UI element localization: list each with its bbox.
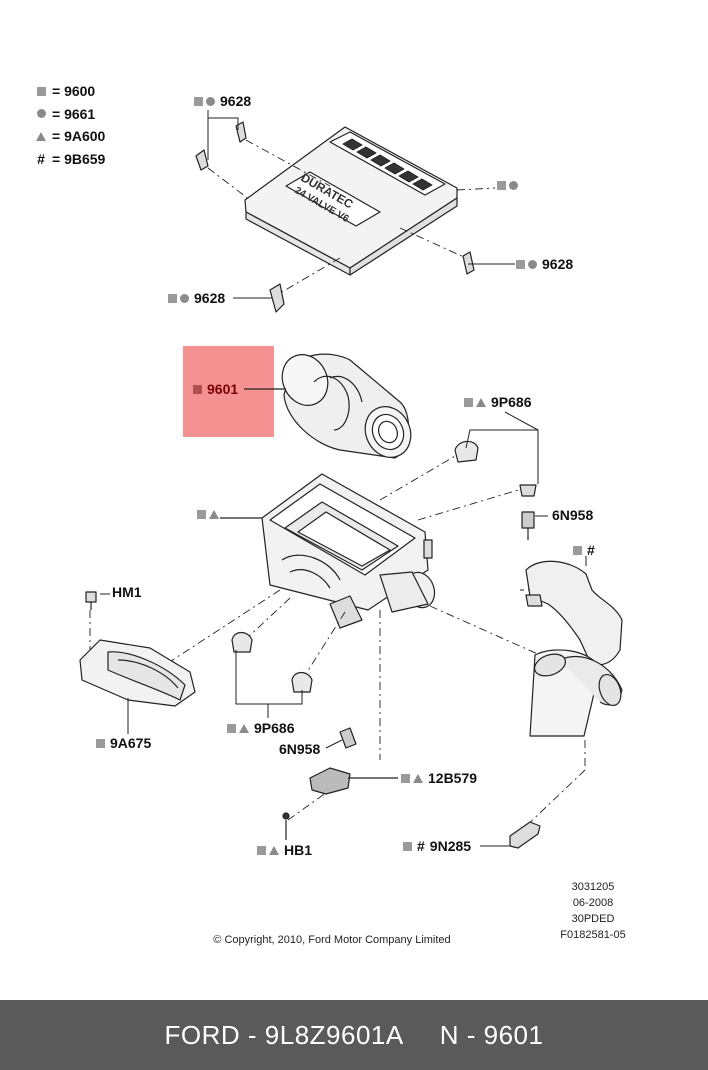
triangle-icon bbox=[413, 773, 423, 783]
sensor2-part bbox=[509, 821, 541, 849]
part-number: HM1 bbox=[112, 584, 142, 600]
leader-lines bbox=[207, 139, 496, 293]
callout-lines bbox=[235, 411, 548, 749]
engine-cover: DURATEC 24 VALVE V6 bbox=[244, 126, 458, 276]
callout-6n958-bottom: 6N958 bbox=[277, 741, 320, 757]
circle-icon bbox=[509, 181, 518, 190]
part-number: 6N958 bbox=[279, 741, 321, 757]
triangle-icon bbox=[209, 510, 219, 519]
part-number: 9628 bbox=[542, 256, 574, 272]
legend-code: 9A600 bbox=[64, 128, 106, 144]
callout-cover-right bbox=[497, 181, 523, 190]
callout-hb1: HB1 bbox=[257, 842, 312, 858]
callout-hm1: HM1 bbox=[110, 584, 142, 600]
valve-part bbox=[339, 484, 537, 749]
square-icon bbox=[573, 545, 582, 555]
part-number: 9P686 bbox=[491, 394, 532, 410]
square-icon bbox=[197, 510, 206, 519]
ref-code: F0182581-05 bbox=[560, 929, 626, 941]
ref-code: 30PDED bbox=[571, 913, 615, 925]
reference-codes: 3031205 06-2008 30PDED F0182581-05 bbox=[545, 879, 641, 943]
square-icon bbox=[403, 841, 412, 851]
square-icon bbox=[193, 384, 202, 394]
triangle-icon bbox=[269, 845, 279, 855]
legend-eq: = bbox=[52, 128, 61, 144]
callout-9p686-bottom: 9P686 bbox=[227, 720, 294, 736]
air-cleaner-housing bbox=[220, 473, 436, 629]
callout-duct: # bbox=[573, 542, 595, 558]
copyright-notice: © Copyright, 2010, Ford Motor Company Li… bbox=[213, 934, 451, 946]
callout-9628-right: 9628 bbox=[516, 256, 573, 272]
part-number: 9A675 bbox=[110, 735, 152, 751]
legend-eq: = bbox=[52, 105, 61, 122]
square-icon bbox=[464, 397, 473, 407]
square-icon bbox=[401, 773, 410, 783]
callout-9a675: 9A675 bbox=[96, 735, 151, 751]
legend-row: # = 9B659 bbox=[34, 148, 105, 171]
callout-12b579: 12B579 bbox=[401, 770, 477, 786]
part-number: 9N285 bbox=[429, 838, 472, 854]
part-number: 9628 bbox=[194, 290, 226, 306]
square-icon bbox=[168, 293, 177, 303]
callout-lines bbox=[480, 556, 587, 847]
footer-bar: FORD - 9L8Z9601A N - 9601 bbox=[0, 1000, 708, 1070]
square-icon bbox=[96, 738, 105, 748]
square-icon bbox=[516, 259, 525, 269]
part-number: 6N958 bbox=[552, 507, 594, 523]
callout-lines bbox=[100, 593, 129, 734]
hash-symbol: # bbox=[417, 838, 425, 854]
square-icon bbox=[34, 86, 48, 96]
clip-part bbox=[195, 121, 475, 313]
legend-row: = 9661 bbox=[34, 103, 105, 126]
legend: = 9600 = 9661 = 9A600 # = 9B659 bbox=[34, 80, 105, 170]
callout-9628-left: 9628 bbox=[168, 290, 225, 306]
legend-row: = 9600 bbox=[34, 80, 105, 103]
triangle-icon bbox=[34, 131, 48, 141]
legend-code: 9600 bbox=[64, 83, 96, 99]
intake-duct bbox=[525, 560, 623, 737]
circle-icon bbox=[180, 293, 189, 303]
legend-eq: = bbox=[52, 83, 61, 99]
circle-icon bbox=[34, 109, 48, 119]
legend-eq: = bbox=[52, 150, 61, 167]
square-icon bbox=[194, 96, 203, 106]
ref-code: 3031205 bbox=[571, 881, 615, 893]
part-number: 12B579 bbox=[428, 770, 478, 786]
part-number: 9P686 bbox=[254, 720, 295, 736]
footer-reference: N - 9601 bbox=[439, 1019, 544, 1050]
callout-lines bbox=[207, 110, 515, 299]
square-icon bbox=[497, 181, 506, 190]
part-number: # bbox=[587, 542, 595, 558]
legend-code: 9661 bbox=[64, 105, 96, 122]
callout-9n285: #9N285 bbox=[403, 838, 471, 854]
triangle-icon bbox=[476, 397, 486, 407]
leader-lines bbox=[89, 451, 586, 831]
air-filter-element bbox=[244, 353, 412, 459]
callout-9628-top: 9628 bbox=[194, 93, 251, 109]
circle-icon bbox=[528, 259, 537, 269]
callout-housing bbox=[197, 510, 224, 519]
triangle-icon bbox=[239, 723, 249, 733]
part-number: 9628 bbox=[220, 93, 252, 109]
circle-icon bbox=[206, 96, 215, 106]
exploded-parts-diagram: DURATEC 24 VALVE V6 bbox=[79, 110, 623, 849]
callout-9601-filter: 9601 bbox=[193, 381, 238, 397]
callout-6n958-top: 6N958 bbox=[550, 507, 593, 523]
square-icon bbox=[227, 723, 236, 733]
legend-code: 9B659 bbox=[64, 150, 106, 167]
grommet-part bbox=[231, 440, 479, 693]
hash-symbol: # bbox=[37, 150, 45, 167]
ref-date: 06-2008 bbox=[572, 897, 614, 909]
part-number: 9601 bbox=[207, 381, 239, 397]
footer-part-number: FORD - 9L8Z9601A bbox=[164, 1019, 404, 1050]
callout-9p686-top: 9P686 bbox=[464, 394, 531, 410]
plate-part bbox=[79, 591, 196, 707]
square-icon bbox=[257, 845, 266, 855]
sensor-part bbox=[309, 767, 398, 795]
part-number: HB1 bbox=[284, 842, 313, 858]
legend-row: = 9A600 bbox=[34, 125, 105, 148]
hb1-part bbox=[282, 812, 290, 840]
